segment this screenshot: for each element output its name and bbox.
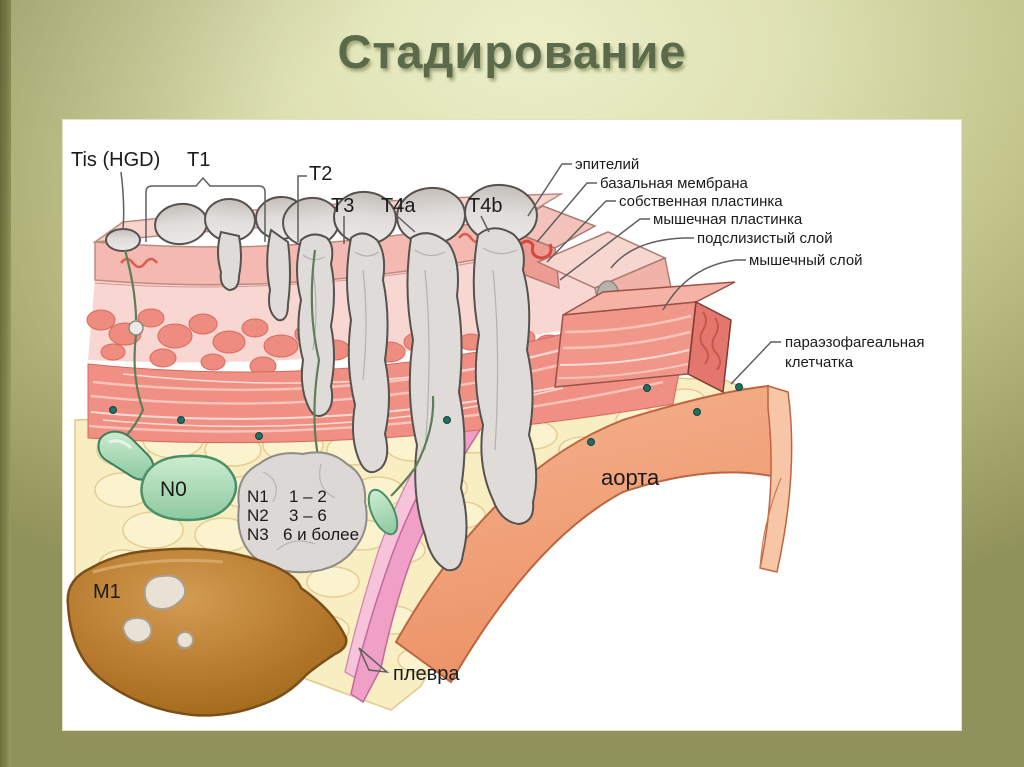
wall-step-blocks [501, 205, 736, 394]
paraesophageal-label-group: параэзофагеальная клетчатка [730, 334, 925, 385]
liver: M1 [66, 547, 348, 717]
aorta-label: аорта [601, 465, 660, 490]
t4b-label: T4b [468, 195, 502, 217]
t4a-label: T4a [381, 195, 416, 217]
muscle-layer-label: мышечный слой [749, 252, 863, 269]
staging-diagram: N0 N1 1 – 2 N2 3 – 6 N3 6 и более M1 Tis… [66, 149, 925, 717]
n2-range: 3 – 6 [289, 506, 327, 525]
n3-range: 6 и более [283, 525, 359, 544]
t2-leader-line [297, 175, 307, 242]
slide-left-border [0, 0, 11, 767]
slide-title: Стадирование [337, 25, 687, 78]
basal-membrane-leader [536, 182, 597, 243]
submucosal-layer-label: подслизистый слой [697, 230, 833, 247]
tis-label: Tis (HGD) [71, 149, 160, 171]
n3-label: N3 [247, 525, 269, 544]
pleura-label-group: плевра [358, 647, 460, 685]
muscle-layer-leader [662, 259, 746, 311]
wall-layer-labels: эпителий базальная мембрана собственная … [527, 156, 863, 311]
n2-label: N2 [247, 506, 269, 525]
thoracic-duct [97, 430, 155, 481]
paraesophageal-label-line1: параэзофагеальная [785, 334, 925, 351]
pleura-label: плевра [393, 663, 460, 685]
m1-label: M1 [93, 581, 121, 603]
t2-label: T2 [309, 163, 332, 185]
paraesophageal-label-line2: клетчатка [785, 354, 854, 371]
t4a-leader-line [396, 215, 416, 233]
lymph-node-dots [109, 383, 743, 446]
t4b-leader-line [480, 215, 490, 233]
n0-label: N0 [160, 478, 187, 501]
tumor-tis [105, 228, 141, 252]
lamina-propria-leader [546, 200, 616, 263]
lamina-propria-label: собственная пластинка [619, 193, 783, 210]
tumor-masses [105, 183, 538, 572]
t1-label: T1 [187, 149, 210, 171]
muscular-plate-label: мышечная пластинка [653, 211, 803, 228]
tis-leader-line [120, 171, 125, 231]
epithelium-label: эпителий [575, 156, 639, 173]
t3-label: T3 [331, 195, 354, 217]
muscular-plate-leader [559, 218, 650, 281]
diagram-panel: N0 N1 1 – 2 N2 3 – 6 N3 6 и более M1 Tis… [62, 119, 962, 731]
green-node-small [367, 488, 399, 536]
t1-bracket [145, 176, 266, 242]
submucosal-layer-leader [610, 237, 694, 269]
epithelium-leader [527, 163, 572, 217]
paraesophageal-leader [730, 341, 781, 385]
basal-membrane-label: базальная мембрана [600, 175, 748, 192]
n1-label: N1 [247, 487, 269, 506]
lymph-node-n0: N0 [140, 454, 238, 522]
t-stage-labels: Tis (HGD) T1 T2 T3 T4a T4b [71, 149, 502, 244]
n1-range: 1 – 2 [289, 487, 327, 506]
pleura-leader [358, 647, 390, 674]
aorta [394, 384, 793, 684]
lymph-node-n1-n3: N1 1 – 2 N2 3 – 6 N3 6 и более [237, 451, 368, 574]
